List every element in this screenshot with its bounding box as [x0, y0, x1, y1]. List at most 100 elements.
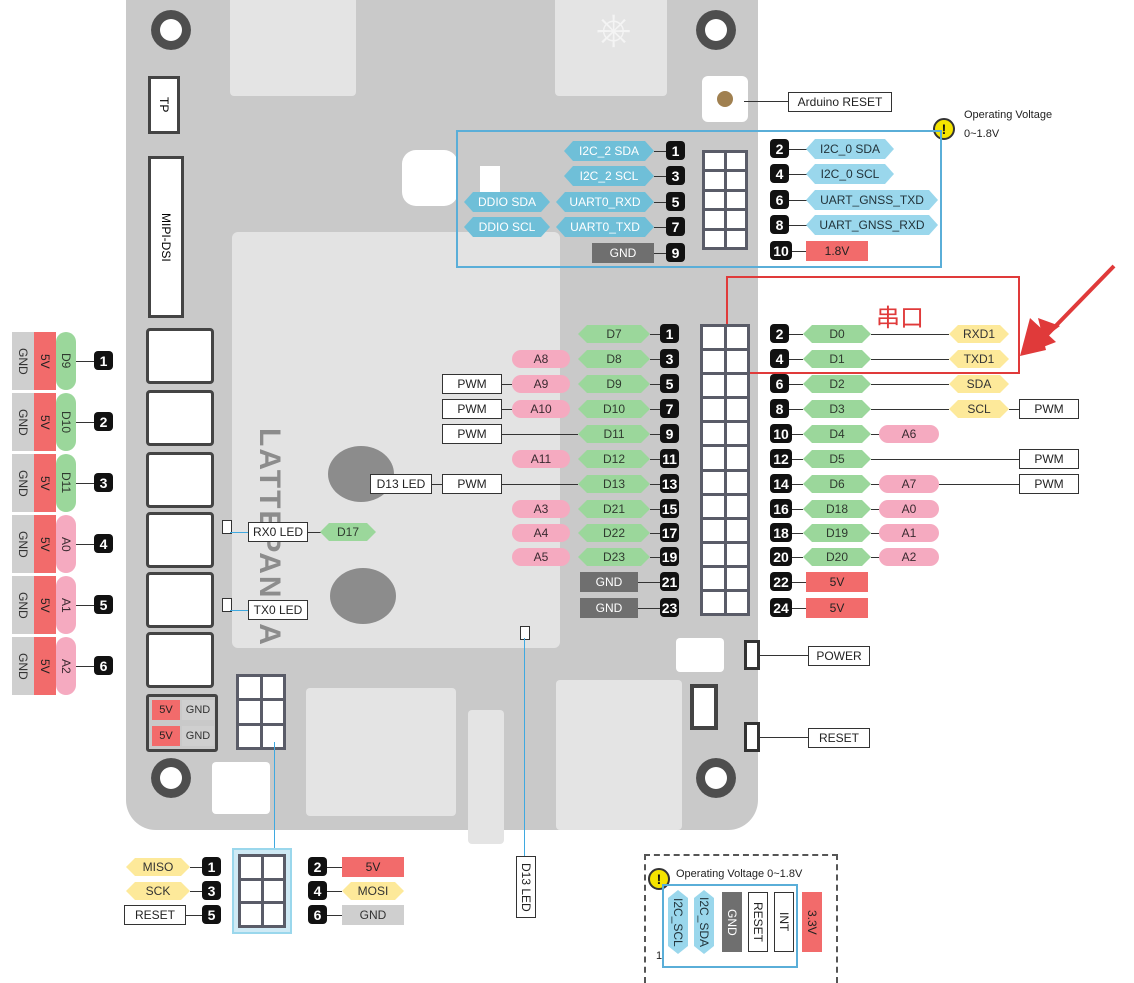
pin-analog-label: A3	[512, 500, 570, 518]
icsp-label: SCK	[126, 882, 190, 900]
board-5v-pad: 5V	[152, 726, 180, 746]
top-header-frame	[456, 130, 942, 268]
pin-label: GND	[580, 598, 638, 618]
pin-number: 16	[770, 499, 792, 518]
gravity-vcc-label: 5V	[34, 515, 56, 573]
pin-number: 5	[666, 192, 685, 211]
pin-number: 4	[770, 349, 789, 368]
pin-label: GND	[580, 572, 638, 592]
gravity-vcc-label: 5V	[34, 332, 56, 390]
pin-label: D22	[578, 524, 650, 542]
icsp-pin-number: 4	[308, 881, 327, 900]
pin-label: D8	[578, 350, 650, 368]
pin-number: 6	[770, 374, 789, 393]
gravity-socket	[146, 390, 214, 446]
d13-led-label: D13 LED	[370, 474, 432, 494]
pin-analog-label: A0	[879, 500, 939, 518]
i2c-pin-label: GND	[722, 892, 742, 952]
icsp-label: GND	[342, 905, 404, 925]
gravity-socket	[146, 632, 214, 688]
usb-port-top-right	[555, 0, 667, 96]
pin-pwm-label: PWM	[442, 424, 502, 444]
hdmi-port	[556, 680, 682, 830]
d13-led-vertical-label: D13 LED	[516, 856, 536, 918]
icsp-label: 5V	[342, 857, 404, 877]
pin-analog-label: A9	[512, 375, 570, 393]
board-gnd-pad: GND	[182, 700, 214, 720]
voltage-note-range: 0~1.8V	[964, 128, 1000, 140]
pin-number: 24	[770, 598, 792, 617]
pin-label: D23	[578, 548, 650, 566]
reset-button-icon[interactable]	[744, 722, 760, 752]
pin-number: 20	[770, 547, 792, 566]
pin-number: 22	[770, 572, 792, 591]
pin-number: 1	[666, 141, 685, 160]
pin-pwm-label: PWM	[1019, 399, 1079, 419]
pin-number: 6	[770, 190, 789, 209]
pin-number: 4	[770, 164, 789, 183]
board-chip-area	[232, 232, 560, 648]
pin-analog-label: A6	[879, 425, 939, 443]
pin-label: I2C_2 SDA	[564, 141, 654, 161]
arduino-reset-button-icon[interactable]	[702, 76, 748, 122]
power-button-body	[676, 638, 724, 672]
gravity-port-number: 2	[94, 412, 113, 431]
i2c-pin-label: INT	[774, 892, 794, 952]
pin-number: 5	[660, 374, 679, 393]
pin-number: 21	[660, 572, 679, 591]
i2c-connector-dashed-frame	[644, 854, 838, 983]
icsp-pin-number: 6	[308, 905, 327, 924]
pin-serial-label: TXD1	[949, 350, 1009, 368]
pin-alt-label: DDIO SCL	[464, 217, 550, 237]
pin-label: 5V	[806, 572, 868, 592]
gravity-signal-label: A0	[56, 515, 76, 573]
mipi-dsi-label: MIPI-DSI	[159, 212, 173, 262]
gravity-socket	[146, 452, 214, 508]
icsp-detail-connector	[238, 854, 286, 928]
i2c-pin1-marker: 1	[656, 950, 663, 962]
pin-number: 23	[660, 598, 679, 617]
pin-pwm-label: PWM	[442, 399, 502, 419]
pin-analog-label: A4	[512, 524, 570, 542]
pin-analog-label: A7	[879, 475, 939, 493]
pin-label: I2C_2 SCL	[564, 166, 654, 186]
usb-symbol-icon: ⎈	[596, 5, 632, 54]
pin-label: D18	[803, 500, 871, 518]
pin-label: D5	[803, 450, 871, 468]
pin-number: 2	[770, 324, 789, 343]
pin-label: UART_GNSS_TXD	[806, 190, 938, 210]
pin-number: 12	[770, 449, 792, 468]
gravity-vcc-label: 5V	[34, 576, 56, 634]
pin-number: 3	[666, 166, 685, 185]
power-button-icon[interactable]	[744, 640, 760, 670]
pin-label: D3	[803, 400, 871, 418]
reset-label: RESET	[808, 728, 870, 748]
pin-analog-label: A2	[879, 548, 939, 566]
gravity-gnd-label: GND	[12, 637, 34, 695]
gravity-vcc-label: 5V	[34, 454, 56, 512]
board-gnd-pad: GND	[182, 726, 214, 746]
pin-label: D7	[578, 325, 650, 343]
board-power-pad-frame	[146, 694, 218, 752]
gravity-gnd-label: GND	[12, 576, 34, 634]
top-header-connector	[702, 150, 748, 250]
pin-number: 10	[770, 424, 792, 443]
tp-connector: TP	[148, 76, 180, 134]
gravity-gnd-label: GND	[12, 393, 34, 451]
gravity-socket	[146, 328, 214, 384]
mount-hole-icon	[151, 10, 191, 50]
pin-analog-label: A10	[512, 400, 570, 418]
i2c-pin-label: I2C_SDA	[694, 890, 714, 954]
tx0-led-label: TX0 LED	[248, 600, 308, 620]
pin-number: 15	[660, 499, 679, 518]
gravity-port-number: 3	[94, 473, 113, 492]
mount-hole-icon	[696, 10, 736, 50]
led-indicator-icon	[520, 626, 530, 640]
i2c-connector-frame	[662, 884, 798, 968]
gravity-port-number: 6	[94, 656, 113, 675]
icsp-pin-number: 3	[202, 881, 221, 900]
led-indicator-icon	[222, 520, 232, 534]
pin-label: GND	[592, 243, 654, 263]
pin-pwm-label: PWM	[442, 474, 502, 494]
icsp-header-board	[236, 674, 286, 750]
